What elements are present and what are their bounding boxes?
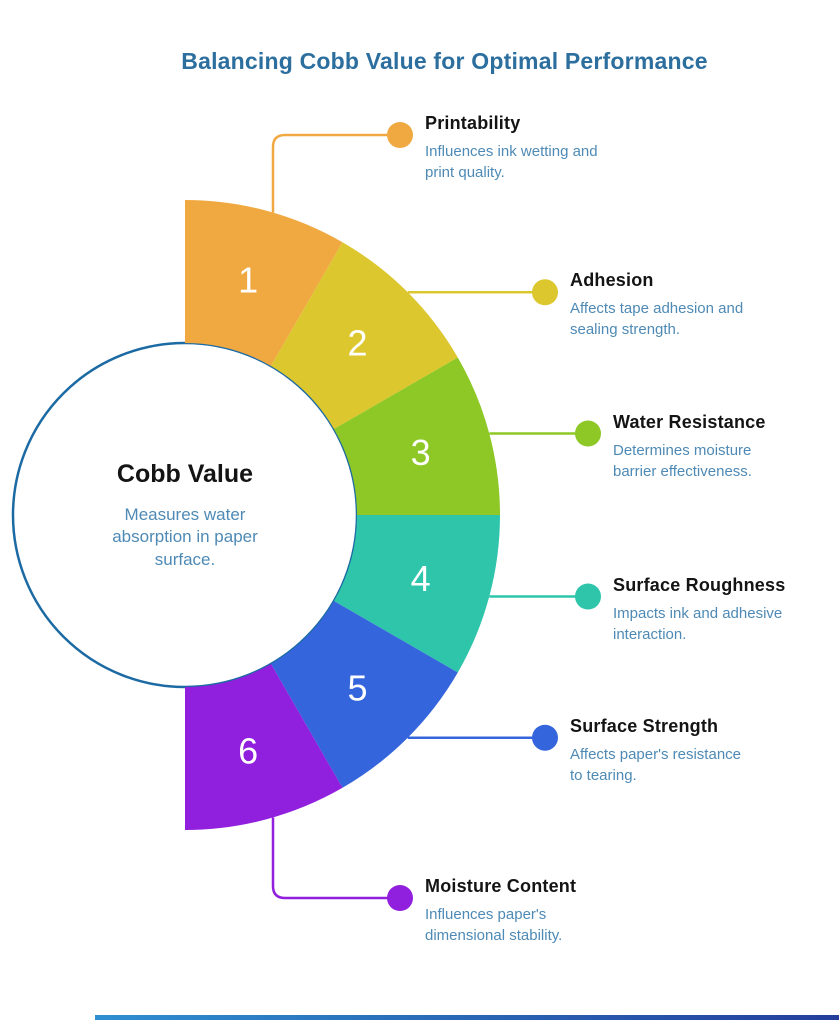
segment-number-3: 3 [411, 432, 431, 473]
item-surface-roughness: Surface Roughness Impacts ink and adhesi… [613, 575, 795, 645]
item-printability: Printability Influences ink wetting and … [425, 113, 607, 183]
item-dot-4 [575, 583, 601, 610]
item-dot-5 [532, 724, 558, 751]
center-title: Cobb Value [116, 460, 254, 488]
donut-segment-2 [271, 242, 458, 429]
item-description: Influences paper's dimensional stability… [425, 906, 563, 944]
page-title: Balancing Cobb Value for Optimal Perform… [181, 48, 708, 74]
segment-number-5: 5 [347, 667, 367, 708]
connector-line-1 [271, 133, 400, 213]
segment-number-6: 6 [238, 731, 258, 772]
segment-number-2: 2 [347, 322, 367, 363]
item-moisture-content: Moisture Content Influences paper's dime… [425, 876, 607, 946]
donut-segment-1 [185, 200, 343, 366]
connector-line-6 [271, 817, 400, 900]
item-surface-strength: Surface Strength Affects paper's resista… [570, 716, 752, 786]
donut-segment-4 [334, 515, 500, 673]
item-description: Affects paper's resistance to tearing. [570, 746, 742, 784]
segment-number-1: 1 [238, 259, 258, 300]
item-description: Affects tape adhesion and sealing streng… [570, 300, 744, 338]
bottom-accent-bar [95, 1015, 839, 1020]
center-label: Cobb Value Measures water absorption in … [70, 460, 300, 571]
item-dot-3 [575, 420, 601, 447]
item-title: Printability [425, 113, 521, 133]
donut-segment-6 [185, 664, 343, 830]
center-description: Measures water absorption in paper surfa… [112, 505, 258, 569]
item-title: Water Resistance [613, 412, 766, 432]
item-description: Influences ink wetting and print quality… [425, 143, 598, 181]
item-title: Moisture Content [425, 876, 577, 896]
item-adhesion: Adhesion Affects tape adhesion and seali… [570, 270, 752, 340]
item-title: Surface Roughness [613, 575, 786, 595]
segment-number-4: 4 [411, 558, 431, 599]
item-description: Determines moisture barrier effectivenes… [613, 442, 752, 480]
item-title: Adhesion [570, 270, 654, 290]
item-description: Impacts ink and adhesive interaction. [613, 605, 783, 643]
item-dot-6 [387, 885, 413, 911]
donut-segment-3 [334, 357, 500, 515]
item-dot-2 [532, 279, 558, 306]
donut-segment-5 [271, 601, 458, 788]
item-title: Surface Strength [570, 716, 719, 736]
item-dot-1 [387, 122, 413, 148]
item-water-resistance: Water Resistance Determines moisture bar… [613, 412, 795, 482]
